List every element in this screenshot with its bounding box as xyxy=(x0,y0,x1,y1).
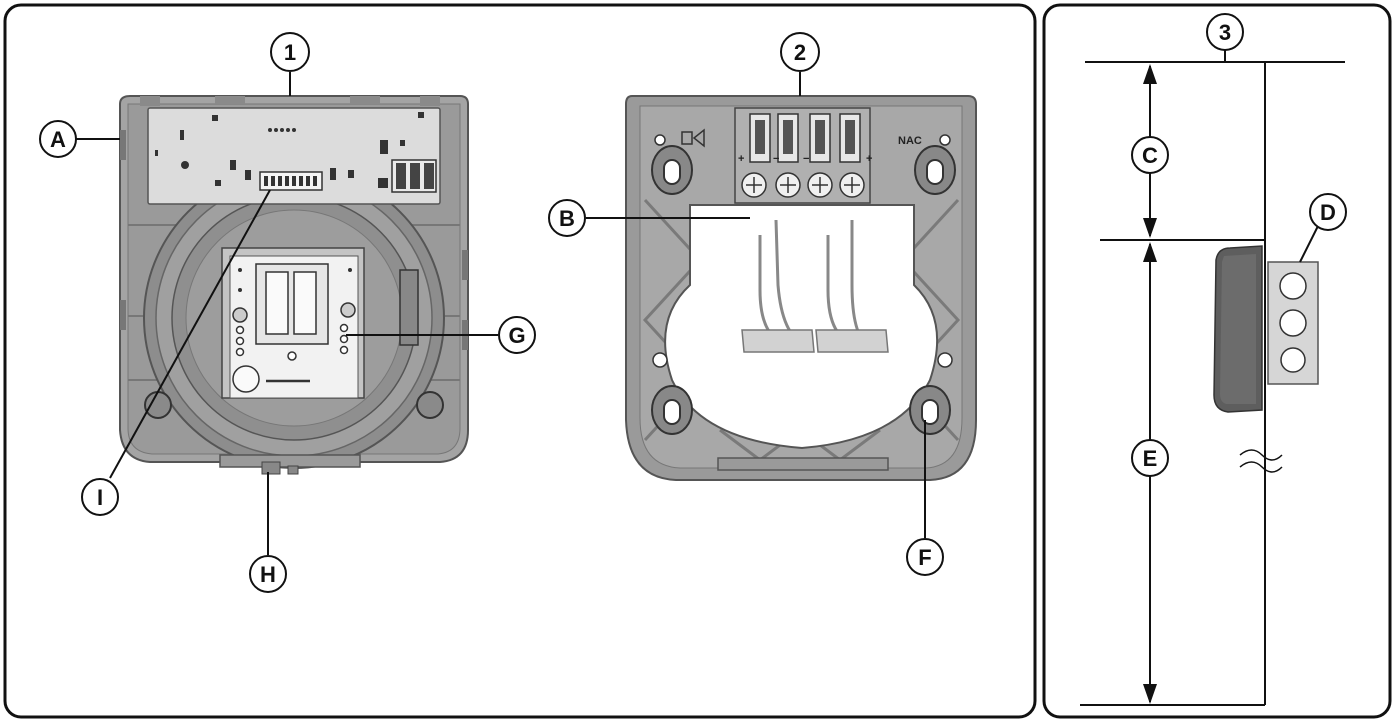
nac-label: NAC xyxy=(898,135,922,147)
svg-text:F: F xyxy=(918,545,931,570)
callout-E: E xyxy=(1131,439,1169,477)
callout-view3: 3 xyxy=(1206,13,1244,51)
callout-H: H xyxy=(249,555,287,593)
wire-jackets xyxy=(741,329,889,353)
svg-text:A: A xyxy=(50,127,66,152)
svg-text:C: C xyxy=(1142,143,1158,168)
svg-text:I: I xyxy=(97,485,103,510)
terminal-minus-1: − xyxy=(773,153,779,165)
screw-hole xyxy=(416,391,444,419)
keyhole-slot xyxy=(909,385,951,435)
keyhole-slot xyxy=(651,145,693,195)
callout-view2: 2 xyxy=(780,32,820,72)
terminal-plus-right: + xyxy=(866,153,872,165)
pcb-components xyxy=(155,112,424,188)
keyhole-slot xyxy=(651,385,693,435)
callout-F: F xyxy=(906,538,944,576)
terminal-screws xyxy=(741,172,865,198)
leader-lines xyxy=(76,50,1319,555)
svg-text:H: H xyxy=(260,562,276,587)
screw-hole xyxy=(144,391,172,419)
bottom-tab xyxy=(219,454,361,468)
callout-G: G xyxy=(498,316,536,354)
svg-text:1: 1 xyxy=(284,40,296,65)
sounder-base-view xyxy=(119,95,469,475)
callout-B: B xyxy=(548,199,586,237)
terminal-minus-2: − xyxy=(803,153,809,165)
svg-text:E: E xyxy=(1143,446,1158,471)
terminal-plus-left: + xyxy=(738,153,744,165)
svg-text:2: 2 xyxy=(794,40,806,65)
module-knockout xyxy=(232,365,260,393)
svg-text:G: G xyxy=(508,323,525,348)
dip-switch xyxy=(259,171,323,191)
svg-text:3: 3 xyxy=(1219,20,1231,45)
callout-view1: 1 xyxy=(270,32,310,72)
keyhole-slot xyxy=(914,145,956,195)
mounting-plate-view: NAC + − − + xyxy=(625,95,977,481)
callout-C: C xyxy=(1131,136,1169,174)
svg-text:D: D xyxy=(1320,200,1336,225)
speaker-icon xyxy=(681,128,705,148)
callout-D: D xyxy=(1309,193,1347,231)
break-symbol xyxy=(1239,449,1283,461)
callout-A: A xyxy=(39,120,77,158)
plate-cutout xyxy=(664,204,939,450)
callout-I: I xyxy=(81,478,119,516)
svg-text:B: B xyxy=(559,206,575,231)
